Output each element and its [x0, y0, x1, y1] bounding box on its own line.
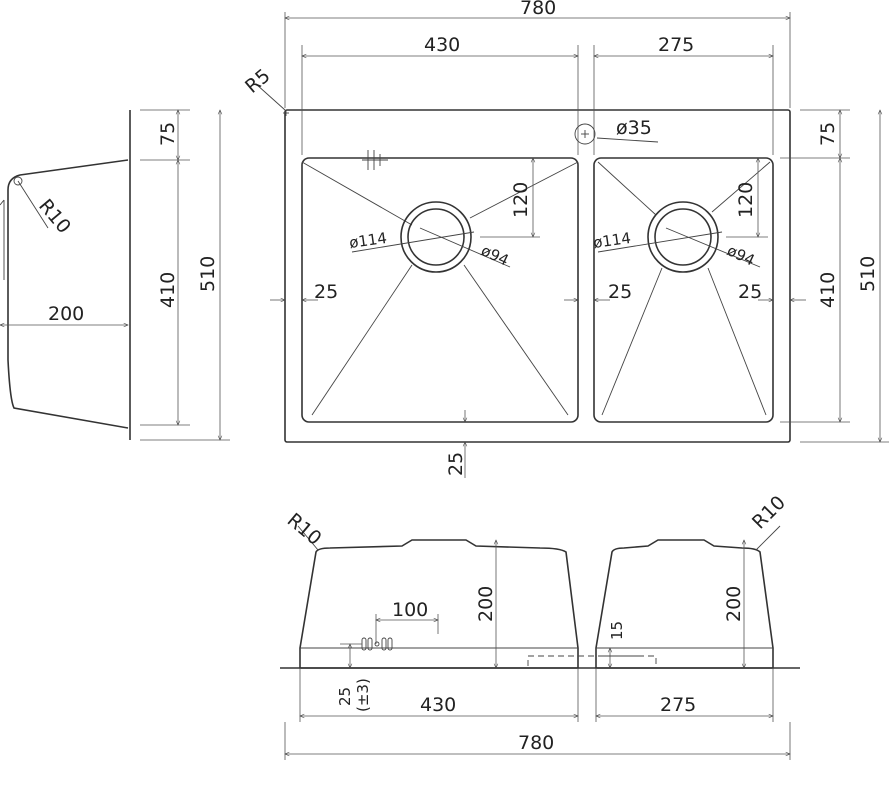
top-view: 780 430 275 R5 ø35 ø114 ø94 120	[241, 0, 889, 478]
margin-left-label: 25	[314, 281, 338, 303]
tolerance-range-label: (±3)	[354, 678, 372, 712]
right-front-margin-label: 75	[817, 122, 839, 146]
front-right-radius-label: R10	[748, 492, 790, 534]
right-drain-outer-label: ø114	[592, 229, 632, 252]
side-width-label: 200	[48, 303, 84, 325]
side-front-margin-label: 75	[157, 122, 179, 146]
tap-hole-label: ø35	[616, 117, 652, 139]
lip-label: 15	[608, 621, 626, 640]
overall-width-label: 780	[520, 0, 556, 19]
front-left-radius-label: R10	[283, 509, 326, 550]
bottom-overall-width-label: 780	[518, 732, 554, 754]
corner-radius-label: R5	[241, 65, 275, 98]
left-bowl-width-label: 430	[424, 34, 460, 56]
side-total-depth-label: 510	[197, 256, 219, 292]
margin-bottom-label: 25	[445, 452, 467, 476]
front-left-depth-label: 200	[475, 586, 497, 622]
side-bowl-depth-label: 410	[157, 272, 179, 308]
right-bowl-width-label: 275	[658, 34, 694, 56]
right-total-depth-label: 510	[857, 256, 879, 292]
right-bowl-depth-label: 410	[817, 272, 839, 308]
bottom-left-width-label: 430	[420, 694, 456, 716]
margin-middle-label: 25	[608, 281, 632, 303]
margin-right-label: 25	[738, 281, 762, 303]
bottom-right-width-label: 275	[660, 694, 696, 716]
side-view: R10 200 75 410 510	[0, 110, 230, 440]
front-right-depth-label: 200	[723, 586, 745, 622]
side-radius-label: R10	[34, 195, 75, 238]
left-drain-outer-label: ø114	[348, 229, 388, 252]
front-view: R10 R10 200 200 100 25 (±3) 15	[280, 492, 800, 760]
right-drain-inner-label: ø94	[724, 241, 757, 269]
right-drain-offset-label: 120	[735, 182, 757, 218]
left-drain-offset-label: 120	[510, 182, 532, 218]
overflow-offset-label: 100	[392, 599, 428, 621]
tolerance-value-label: 25	[336, 687, 354, 706]
